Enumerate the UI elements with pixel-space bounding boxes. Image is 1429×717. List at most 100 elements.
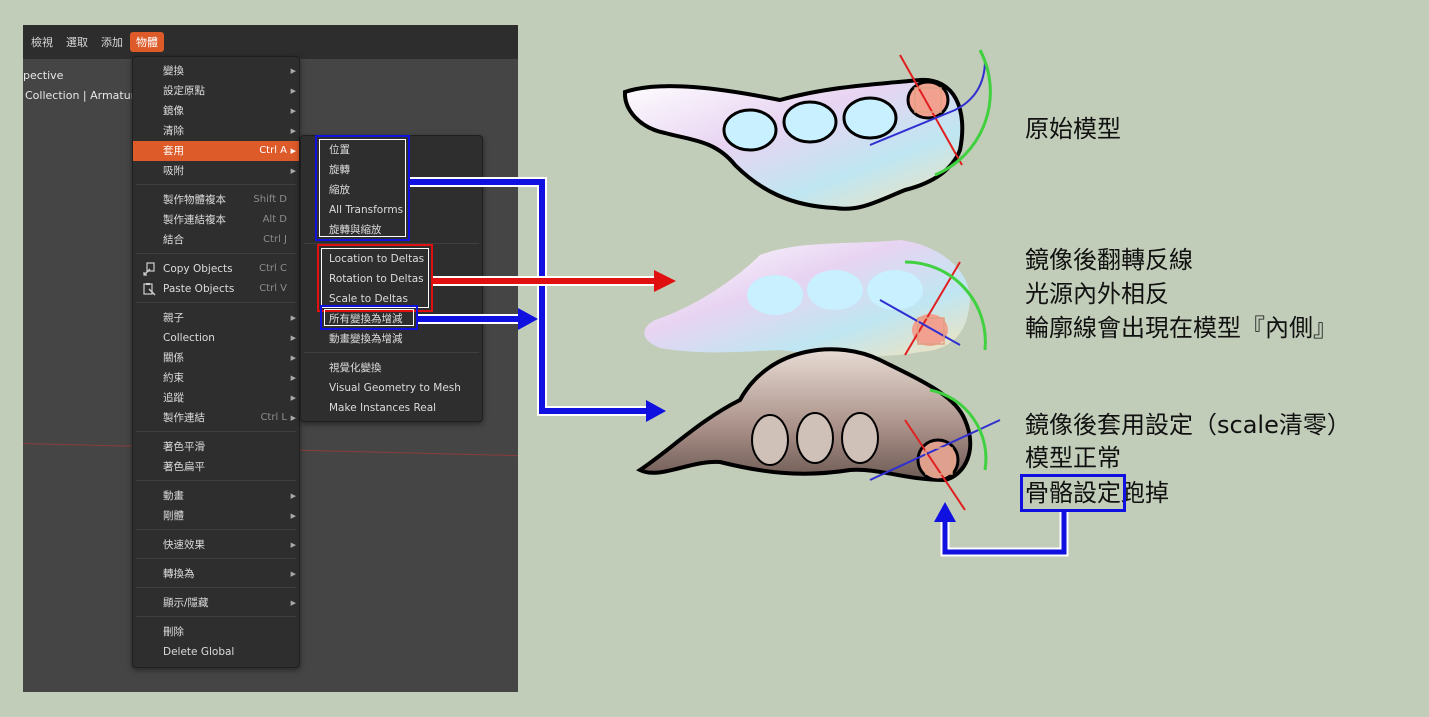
- submenu-arrow-icon: ▶: [290, 107, 296, 115]
- blender-viewport-panel: 檢視 選取 添加 物體 pective Collection | Armatur…: [23, 25, 518, 692]
- menu-item-snap[interactable]: 吸附▶: [133, 161, 299, 181]
- viewport-perspective-label: pective: [23, 69, 64, 82]
- menu-item-relations[interactable]: 關係▶: [133, 348, 299, 368]
- submenu-arrow-icon: ▶: [290, 374, 296, 382]
- menu-item-delete[interactable]: 刪除: [133, 622, 299, 642]
- menu-item-label: 結合: [163, 234, 184, 246]
- menu-item-rigid-body[interactable]: 剛體 ▶: [133, 506, 299, 526]
- paste-objects-icon: [143, 283, 156, 296]
- annotation-mirrored-line1: 鏡像後翻轉反線: [1025, 246, 1193, 274]
- annotation-box-inner: [321, 248, 429, 308]
- original-hand-model: [622, 49, 992, 211]
- menu-item-paste-objects[interactable]: Paste Objects Ctrl V: [133, 279, 299, 299]
- menu-view[interactable]: 檢視: [31, 36, 53, 49]
- menu-item-label: 追蹤: [163, 392, 184, 404]
- menu-item-mirror[interactable]: 鏡像 ▶: [133, 101, 299, 121]
- apply-location-to-deltas[interactable]: Location to Deltas: [329, 253, 425, 265]
- shortcut-label: Ctrl V: [259, 283, 287, 294]
- menu-separator: [136, 302, 296, 303]
- menu-separator: [136, 431, 296, 432]
- menu-item-collection[interactable]: Collection▶: [133, 328, 299, 348]
- menu-item-label: 關係: [163, 352, 184, 364]
- annotation-box-inner: [324, 309, 414, 326]
- submenu-arrow-icon: ▶: [290, 314, 296, 322]
- menu-separator: [136, 587, 296, 588]
- menu-separator: [136, 184, 296, 185]
- menu-item-clear[interactable]: 清除▶: [133, 121, 299, 141]
- menu-separator: [136, 480, 296, 481]
- menu-item-show-hide[interactable]: 顯示/隱藏▶: [133, 593, 299, 613]
- viewport-collection-label: Collection | Armature.: [25, 89, 146, 102]
- menu-item-label: 動畫: [163, 490, 184, 502]
- menu-item-duplicate-objects[interactable]: 製作物體複本 Shift D: [133, 190, 299, 210]
- menu-item-label: 剛體: [163, 510, 184, 522]
- applied-hand-model: [636, 347, 1001, 511]
- submenu-arrow-icon: ▶: [290, 512, 296, 520]
- shortcut-label: Shift D: [253, 194, 287, 205]
- menu-item-shade-flat[interactable]: 著色扁平: [133, 457, 299, 477]
- apply-rotation[interactable]: 旋轉: [329, 164, 350, 176]
- menu-item-label: Paste Objects: [163, 283, 235, 295]
- menu-item-animation[interactable]: 動畫▶: [133, 486, 299, 506]
- submenu-arrow-icon: ▶: [290, 570, 296, 578]
- submenu-arrow-icon: ▶: [290, 541, 296, 549]
- annotation-box-blue-transforms: [315, 135, 410, 241]
- submenu-arrow-icon: ▶: [290, 167, 296, 175]
- annotation-mirrored-line3: 輪廓線會出現在模型『內側』: [1025, 314, 1337, 342]
- menu-item-parent[interactable]: 親子 ▶: [133, 308, 299, 328]
- menu-add[interactable]: 添加: [101, 36, 123, 49]
- mirrored-hand-model: [644, 240, 987, 357]
- menu-item-label: 套用: [163, 145, 184, 157]
- menu-item-label: 製作物體複本: [163, 194, 226, 206]
- annotation-box-blue-all-to-deltas: [320, 305, 418, 330]
- menu-item-label: 清除: [163, 125, 184, 137]
- menu-object[interactable]: 物體: [130, 32, 164, 52]
- apply-visual-geometry-to-mesh[interactable]: Visual Geometry to Mesh: [329, 382, 461, 394]
- menu-select[interactable]: 選取: [66, 36, 88, 49]
- menu-item-constraint[interactable]: 約束 ▶: [133, 368, 299, 388]
- copy-objects-icon: [143, 262, 155, 276]
- submenu-arrow-icon: ▶: [290, 599, 296, 607]
- apply-all-transforms[interactable]: All Transforms: [329, 204, 404, 216]
- menu-separator: [304, 352, 479, 353]
- apply-scale[interactable]: 縮放: [329, 184, 350, 196]
- menu-item-convert-to[interactable]: 轉換為▶: [133, 564, 299, 584]
- apply-rotation-to-deltas[interactable]: Rotation to Deltas: [329, 273, 424, 285]
- apply-animated-transforms-to-deltas[interactable]: 動畫變換為增減: [329, 333, 403, 345]
- menu-item-transform[interactable]: 變換▶: [133, 61, 299, 81]
- annotation-applied-line3: 骨骼設定跑掉: [1020, 474, 1169, 512]
- menu-item-label: 刪除: [163, 626, 184, 638]
- red-arrow-deltas-to-mirrored: [433, 270, 676, 292]
- menu-separator: [136, 529, 296, 530]
- apply-scale-to-deltas[interactable]: Scale to Deltas: [329, 293, 408, 305]
- menu-item-label: 設定原點: [163, 85, 205, 97]
- shortcut-label: Alt D: [262, 214, 287, 225]
- menu-item-delete-global[interactable]: Delete Global: [133, 642, 299, 662]
- apply-make-instances-real[interactable]: Make Instances Real: [329, 402, 437, 414]
- menu-item-track[interactable]: 追蹤▶: [133, 388, 299, 408]
- menu-item-set-origin[interactable]: 設定原點▶: [133, 81, 299, 101]
- menu-item-quick-effects[interactable]: 快速效果 ▶: [133, 535, 299, 555]
- menu-separator: [136, 253, 296, 254]
- menu-item-label: 親子: [163, 312, 184, 324]
- menu-item-label: 著色扁平: [163, 461, 205, 473]
- apply-visual-transform[interactable]: 視覺化變換: [329, 362, 382, 374]
- menu-separator: [304, 243, 479, 244]
- annotation-bone-settings-boxed: 骨骼設定: [1020, 474, 1126, 512]
- apply-all-transforms-to-deltas[interactable]: 所有變換為增減: [329, 313, 403, 325]
- menu-item-label: 快速效果: [163, 539, 205, 551]
- menu-item-label: 鏡像: [163, 105, 184, 117]
- menu-separator: [136, 558, 296, 559]
- blue-arrow-transforms-to-applied: [410, 177, 666, 422]
- menu-item-label: 約束: [163, 372, 184, 384]
- menu-item-shade-smooth[interactable]: 著色平滑: [133, 437, 299, 457]
- apply-rotation-and-scale[interactable]: 旋轉與縮放: [329, 224, 382, 236]
- menu-item-label: Collection: [163, 332, 215, 344]
- apply-location[interactable]: 位置: [329, 144, 350, 156]
- annotation-applied-line2: 模型正常: [1025, 444, 1121, 472]
